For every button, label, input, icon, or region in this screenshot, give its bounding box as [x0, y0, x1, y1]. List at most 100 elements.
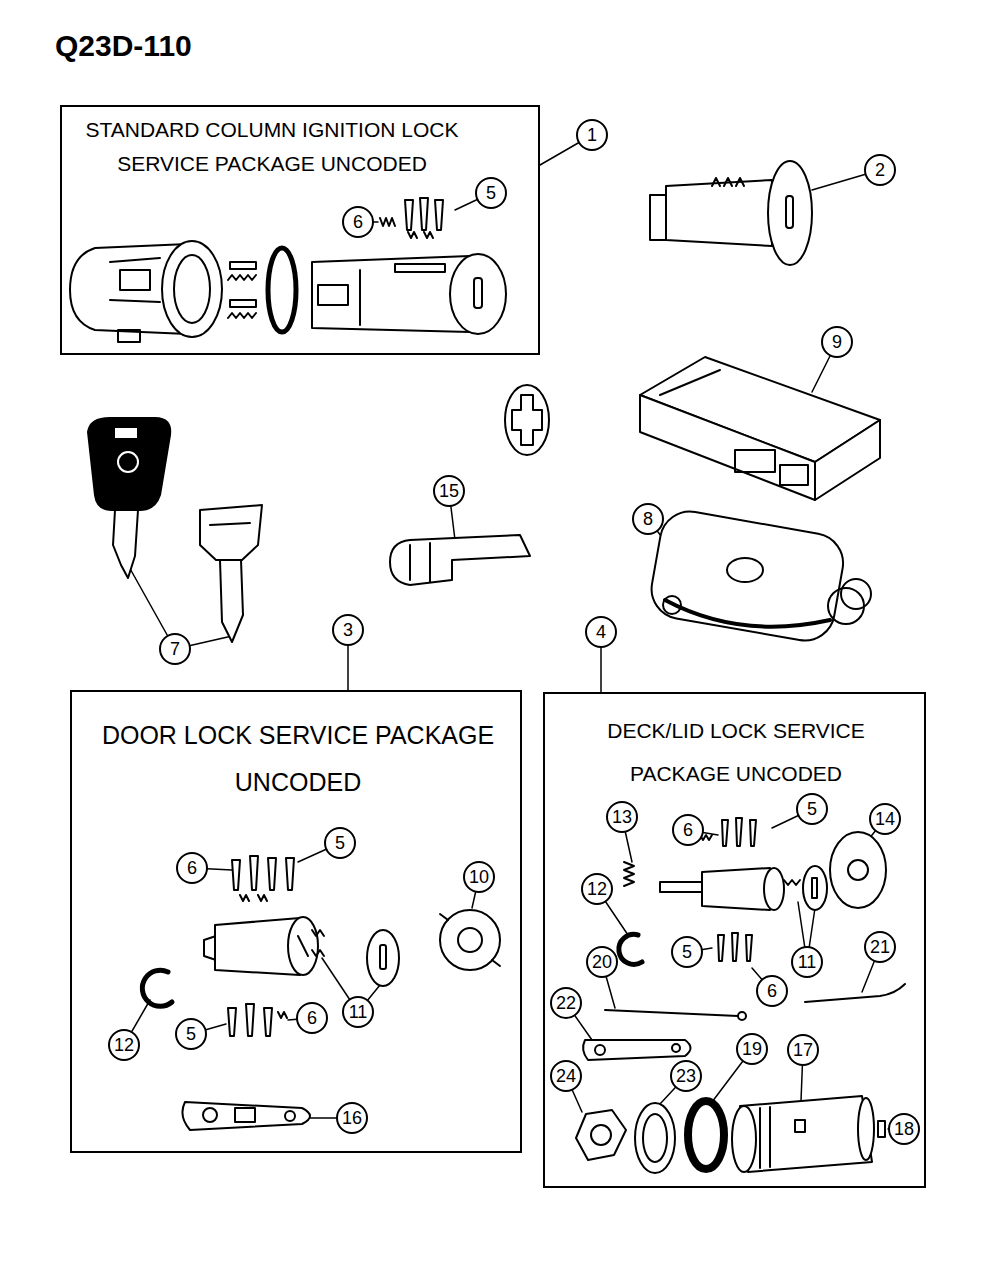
control-module-shape — [735, 450, 775, 472]
deck-lid-lock-parts-shape — [878, 1121, 885, 1137]
door-lock-parts-shape — [278, 1012, 287, 1018]
callout-number: 5 — [175, 1018, 207, 1050]
ignition-cylinder-shape — [312, 256, 470, 332]
control-module-shape — [660, 370, 720, 395]
tumbler-set-shape — [380, 218, 395, 226]
keys-shape — [115, 428, 137, 438]
callout-number: 6 — [296, 1002, 328, 1034]
retainer-ring-shape — [512, 395, 542, 445]
door-lock-parts-shape — [264, 1008, 272, 1036]
ignition-housing — [70, 241, 222, 342]
ignition-housing-shape — [110, 300, 160, 302]
ignition-pins-springs-shape — [228, 313, 256, 318]
callout-number: 20 — [586, 946, 618, 978]
lock-cylinder-2-shape — [666, 180, 772, 246]
deck-lid-lock-parts-shape — [702, 868, 770, 910]
ignition-pins-springs — [228, 262, 256, 318]
door-lock-parts-shape — [458, 928, 482, 952]
lock-cylinder-2-shape — [786, 196, 793, 228]
ignition-pins-springs-shape — [230, 262, 256, 269]
callout-number: 24 — [550, 1060, 582, 1092]
callout-number: 5 — [796, 793, 828, 825]
package-heading: DECK/LID LOCK SERVICE PACKAGE UNCODED — [566, 709, 906, 795]
deck-lid-lock-parts-shape — [830, 832, 886, 908]
control-module-shape — [640, 395, 815, 500]
callout-number: 6 — [672, 814, 704, 846]
deck-lid-lock-parts-shape — [738, 1012, 746, 1020]
callout-number: 17 — [787, 1034, 819, 1066]
door-lock-parts-shape — [440, 910, 500, 970]
ignition-housing-shape — [110, 258, 160, 262]
deck-lid-lock-parts-shape — [595, 1045, 605, 1055]
tumbler-set-shape — [408, 232, 417, 238]
door-lock-parts-shape — [298, 936, 308, 956]
deck-lid-lock-parts-shape — [660, 882, 702, 892]
callout-number: 9 — [821, 326, 853, 358]
lock-cylinder-2 — [650, 161, 812, 265]
door-lock-parts-shape — [142, 970, 172, 1006]
door-lock-parts-shape — [285, 1111, 295, 1121]
deck-lid-lock-parts-shape — [805, 984, 905, 1002]
door-lock-parts-shape — [232, 860, 240, 890]
keys-shape — [200, 505, 262, 560]
deck-lid-lock-parts-shape — [858, 1098, 874, 1160]
package-box: DOOR LOCK SERVICE PACKAGE UNCODED — [70, 690, 522, 1153]
deck-lid-lock-parts-shape — [624, 862, 634, 886]
retainer-ring-shape — [505, 385, 549, 455]
ignition-cylinder-shape — [318, 285, 348, 305]
ignition-cylinder-shape — [395, 264, 445, 272]
door-lock-parts-shape — [380, 945, 386, 969]
callout-number: 12 — [581, 873, 613, 905]
deck-lid-lock-parts-shape — [803, 866, 827, 910]
tumbler-set-shape — [405, 200, 413, 230]
ignition-cylinder-shape — [450, 254, 506, 334]
diagram-title: Q23D-110 — [55, 28, 192, 64]
callout-number: 19 — [736, 1033, 768, 1065]
deck-lid-lock-parts-shape — [718, 933, 752, 961]
callout-number: 6 — [756, 975, 788, 1007]
control-module-shape — [780, 465, 808, 485]
deck-lid-lock-parts-shape — [688, 1101, 724, 1169]
tumbler-set-shape — [420, 198, 428, 230]
key-fob-shape — [663, 596, 681, 614]
key-fob-shape — [665, 600, 830, 627]
door-lock-parts-shape — [268, 858, 276, 890]
callout-number: 15 — [433, 475, 465, 507]
keys-shape — [113, 510, 138, 578]
control-module-shape — [815, 420, 880, 500]
deck-lid-lock-parts — [576, 818, 905, 1173]
tumbler-set — [380, 198, 443, 238]
key-fob-shape — [841, 579, 871, 609]
deck-lid-lock-parts-shape — [583, 1040, 690, 1060]
callout-number: 8 — [632, 503, 664, 535]
door-lock-parts — [142, 856, 500, 1130]
door-lock-parts-shape — [182, 1102, 310, 1130]
callout-number: 4 — [585, 616, 617, 648]
key-fob-shape — [727, 558, 763, 582]
clip-15-shape — [409, 545, 411, 580]
callout-number: 6 — [342, 206, 374, 238]
package-box: STANDARD COLUMN IGNITION LOCK SERVICE PA… — [60, 105, 540, 355]
keys-shape — [118, 452, 138, 472]
ignition-housing-shape — [162, 241, 222, 337]
lock-cylinder-2-shape — [712, 178, 744, 186]
callout-number: 6 — [176, 852, 208, 884]
deck-lid-lock-parts-shape — [635, 1103, 675, 1173]
callout-number: 14 — [869, 803, 901, 835]
callout-number: 3 — [332, 614, 364, 646]
callout-number: 12 — [108, 1029, 140, 1061]
callout-number: 1 — [576, 119, 608, 151]
deck-lid-lock-parts-shape — [784, 880, 800, 885]
callout-number: 10 — [463, 861, 495, 893]
lock-cylinder-2-shape — [768, 161, 812, 265]
package-heading: DOOR LOCK SERVICE PACKAGE UNCODED — [88, 712, 508, 806]
ignition-housing-shape — [120, 270, 150, 290]
callout-number: 11 — [791, 946, 823, 978]
callout-number: 21 — [864, 931, 896, 963]
deck-lid-lock-parts-shape — [740, 1096, 872, 1172]
retainer-ring — [505, 385, 549, 455]
deck-lid-lock-parts-shape — [672, 1044, 680, 1052]
ignition-cylinder-shape — [359, 270, 361, 325]
clip-15-shape — [429, 543, 431, 582]
